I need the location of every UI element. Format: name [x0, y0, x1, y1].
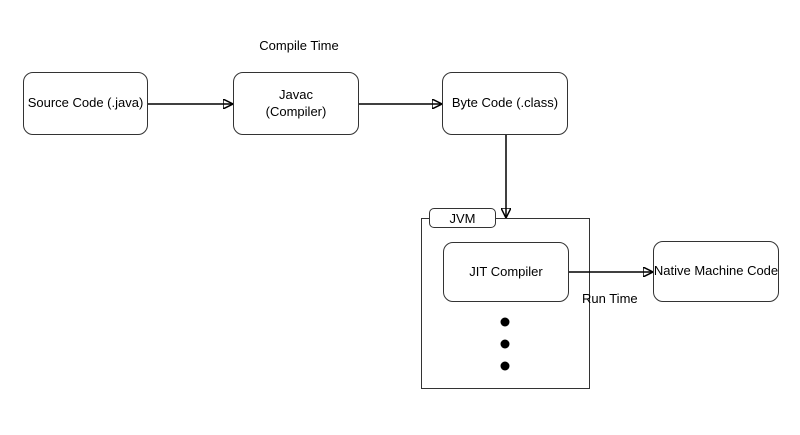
- compile-time-label: Compile Time: [259, 38, 339, 53]
- byte-code-node: Byte Code (.class): [442, 72, 568, 135]
- source-code-node: Source Code (.java): [23, 72, 148, 135]
- javac-label-line1: Javac: [279, 87, 313, 103]
- native-machine-code-node: Native Machine Code: [653, 241, 779, 302]
- javac-compiler-node: Javac (Compiler): [233, 72, 359, 135]
- source-code-label: Source Code (.java): [27, 95, 144, 111]
- jvm-tab: JVM: [429, 208, 496, 228]
- jvm-label: JVM: [449, 210, 476, 226]
- native-machine-code-label: Native Machine Code: [653, 263, 779, 279]
- jit-compiler-label: JIT Compiler: [469, 263, 543, 279]
- byte-code-label: Byte Code (.class): [451, 95, 559, 111]
- javac-label-line2: (Compiler): [265, 103, 327, 119]
- jit-compiler-node: JIT Compiler: [443, 242, 569, 302]
- run-time-label: Run Time: [582, 291, 638, 306]
